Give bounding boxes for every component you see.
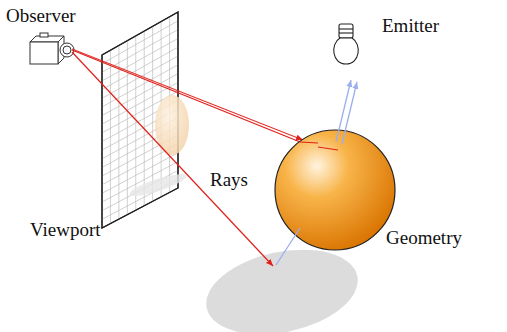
projected-shadow: [128, 170, 189, 200]
shadow-rays: [276, 80, 357, 265]
emitter-label: Emitter: [380, 16, 441, 37]
rays-label: Rays: [208, 170, 250, 191]
viewport-label: Viewport: [28, 220, 103, 241]
rays: [72, 49, 320, 266]
grid-line: [102, 47, 178, 89]
grid-line: [102, 21, 178, 64]
sphere: [275, 130, 395, 250]
light-bulb: [334, 24, 359, 64]
shadow: [198, 237, 365, 332]
observer-label: Observer: [4, 6, 78, 27]
geometry-label: Geometry: [384, 228, 464, 249]
camera-icon: [30, 33, 74, 64]
ray-hits: [300, 142, 338, 150]
grid-line: [102, 38, 178, 81]
